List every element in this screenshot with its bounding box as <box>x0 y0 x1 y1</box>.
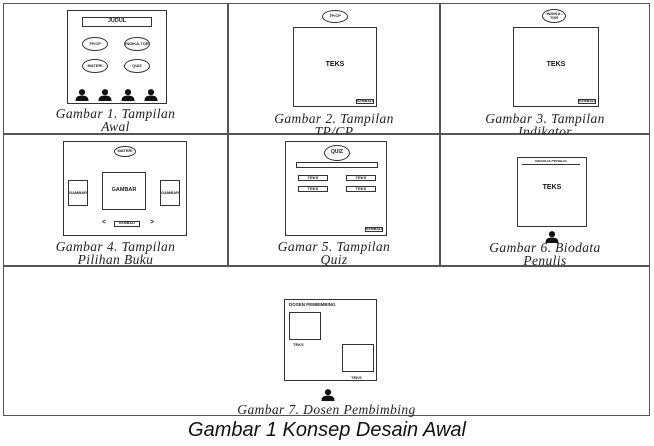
title-box: JUDUL <box>82 17 152 27</box>
quiz-button: QUIZ <box>124 59 150 73</box>
person-icon <box>98 89 112 101</box>
content-frame: TEKS KEMBALI <box>513 27 599 107</box>
dosen-text-1: TEKS <box>293 342 304 347</box>
caption-line: Gambar 1. Tampilan <box>55 106 176 121</box>
book-image-center: GAMBAR <box>102 172 146 210</box>
panel-caption: Gambar 4. Tampilan Pilihan Buku <box>4 239 227 267</box>
biodata-heading: BIODATA PENULIS <box>522 160 580 165</box>
tpcp-button: TP/CP <box>82 37 108 51</box>
person-icon <box>321 389 335 401</box>
next-arrow: > <box>150 219 155 226</box>
content-text: TEKS <box>325 61 345 68</box>
quiz-option: TEKS <box>346 175 376 181</box>
panel-caption: Gamar 5. Tampilan Quiz <box>229 239 439 267</box>
person-icon <box>144 89 158 101</box>
screen-mockup: DOSEN PEMBIMBING TEKS TEKS <box>284 299 377 381</box>
person-icon <box>121 89 135 101</box>
question-bar <box>296 162 378 168</box>
caption-line: Quiz <box>320 252 348 267</box>
book-image-left: GAMBAR <box>68 180 88 206</box>
back-button: KEMBALI <box>365 227 383 232</box>
panel-biodata-penulis: BIODATA PENULIS TEKS Gambar 6. Biodata P… <box>440 134 650 268</box>
indikator-button: INDIKA-TOR <box>124 37 150 51</box>
book-image-right: GAMBAR <box>160 180 180 206</box>
content-text: TEKS <box>546 61 566 68</box>
content-text: TEKS <box>542 184 562 191</box>
caption-line: Gambar 4. Tampilan <box>55 239 176 254</box>
materi-button: MATERI <box>82 59 108 73</box>
figure-grid: JUDUL TP/CP INDIKA-TOR MATERI QUIZ Gamba… <box>3 3 650 416</box>
panel-tampilan-tpcp: TP/CP TEKS KEMBALI Gambar 2. Tampilan TP… <box>228 3 440 138</box>
panel-tampilan-awal: JUDUL TP/CP INDIKA-TOR MATERI QUIZ Gamba… <box>3 3 228 134</box>
photo-box-1 <box>289 312 321 340</box>
caption-line: Gambar 6. Biodata <box>489 240 601 255</box>
photo-box-2 <box>342 344 374 372</box>
caption-line: Gambar 3. Tampilan <box>485 111 605 126</box>
materi-button: MATERI <box>114 146 136 157</box>
panel-tampilan-pilihan-buku: MATERI GAMBAR GAMBAR GAMBAR < KEMBALI > … <box>3 134 228 266</box>
quiz-button: QUIZ <box>324 145 350 161</box>
figure-title: Gambar 1 Konsep Desain Awal <box>188 419 466 441</box>
person-icon <box>75 89 89 101</box>
dosen-text-2: TEKS <box>351 375 362 380</box>
dosen-heading: DOSEN PEMBIMBING <box>289 302 336 307</box>
panel-caption: Gambar 1. Tampilan Awal <box>4 106 227 134</box>
screen-mockup: QUIZ TEKS TEKS TEKS TEKS KEMBALI <box>285 141 387 236</box>
panel-tampilan-indikator: INDIKA-TOR TEKS KEMBALI Gambar 3. Tampil… <box>440 3 650 138</box>
caption-line: Gambar 2. Tampilan <box>274 111 394 126</box>
caption-line: Pilihan Buku <box>77 252 154 267</box>
back-button: KEMBALI <box>578 99 596 104</box>
screen-mockup: MATERI GAMBAR GAMBAR GAMBAR < KEMBALI > <box>63 141 187 236</box>
panel-caption: Gambar 6. Biodata Penulis <box>441 240 649 268</box>
quiz-option: TEKS <box>298 175 328 181</box>
panel-dosen-pembimbing: DOSEN PEMBIMBING TEKS TEKS Gambar 7. Dos… <box>3 266 650 416</box>
indikator-button: INDIKA-TOR <box>542 9 566 23</box>
screen-mockup: JUDUL TP/CP INDIKA-TOR MATERI QUIZ <box>67 10 167 104</box>
caption-line: Gamar 5. Tampilan <box>277 239 391 254</box>
caption-line: Penulis <box>523 253 567 268</box>
quiz-option: TEKS <box>298 186 328 192</box>
panel-caption: Gambar 7. Dosen Pembimbing <box>237 402 416 417</box>
panel-tampilan-quiz: QUIZ TEKS TEKS TEKS TEKS KEMBALI Gamar 5… <box>228 134 440 266</box>
content-frame: TEKS KEMBALI <box>293 27 377 107</box>
content-frame: BIODATA PENULIS TEKS <box>517 157 587 227</box>
quiz-option: TEKS <box>346 186 376 192</box>
tpcp-button: TP/CP <box>322 10 348 23</box>
prev-arrow: < <box>102 219 107 226</box>
caption-line: Awal <box>101 119 130 134</box>
back-button: KEMBALI <box>356 99 374 104</box>
back-button: KEMBALI <box>114 221 140 227</box>
